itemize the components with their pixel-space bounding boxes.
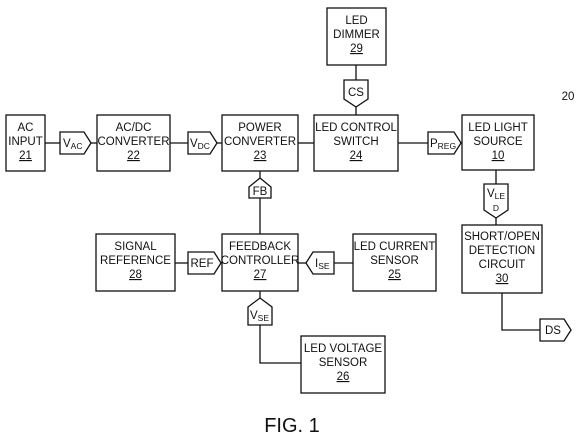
svg-text:LED VOLTAGE: LED VOLTAGE: [304, 343, 383, 355]
svg-text:27: 27: [254, 269, 267, 281]
block-led-control-switch: LED CONTROL SWITCH 24: [313, 114, 399, 172]
svg-text:29: 29: [350, 43, 363, 55]
svg-text:24: 24: [350, 150, 363, 162]
svg-text:26: 26: [337, 371, 350, 383]
signal-vac: VAC: [59, 131, 92, 155]
svg-text:LED CONTROL: LED CONTROL: [315, 122, 397, 134]
signal-vse: VSE: [247, 297, 273, 326]
svg-text:22: 22: [127, 150, 140, 162]
svg-text:SENSOR: SENSOR: [370, 255, 419, 267]
block-acdc-converter: AC/DC CONVERTER 22: [96, 114, 171, 172]
connection-wires: [45, 65, 540, 364]
svg-text:POWER: POWER: [238, 122, 281, 134]
svg-text:SOURCE: SOURCE: [473, 136, 523, 148]
svg-text:28: 28: [129, 269, 142, 281]
svg-text:CONTROLLER: CONTROLLER: [221, 255, 300, 267]
svg-text:30: 30: [496, 273, 509, 285]
svg-text:SIGNAL: SIGNAL: [114, 241, 157, 253]
svg-text:CS: CS: [348, 87, 364, 99]
block-signal-reference: SIGNAL REFERENCE 28: [95, 233, 176, 292]
signal-cs: CS: [343, 79, 369, 108]
svg-text:REFERENCE: REFERENCE: [100, 255, 171, 267]
svg-text:23: 23: [254, 150, 267, 162]
svg-text:DS: DS: [545, 325, 561, 337]
svg-text:LED LIGHT: LED LIGHT: [468, 122, 527, 134]
svg-text:VSE: VSE: [250, 310, 269, 323]
signal-ref: REF: [187, 251, 222, 275]
svg-text:VLE: VLE: [487, 188, 505, 201]
block-led-current-sensor: LED CURRENT SENSOR 25: [352, 233, 437, 292]
signal-fb: FB: [248, 177, 272, 199]
svg-text:21: 21: [19, 150, 32, 162]
svg-text:DIMMER: DIMMER: [333, 29, 380, 41]
svg-text:SENSOR: SENSOR: [319, 357, 368, 369]
svg-text:10: 10: [492, 150, 505, 162]
svg-text:SHORT/OPEN: SHORT/OPEN: [464, 231, 540, 243]
svg-text:DETECTION: DETECTION: [469, 245, 535, 257]
svg-text:LED CURRENT: LED CURRENT: [354, 241, 436, 253]
block-led-voltage-sensor: LED VOLTAGE SENSOR 26: [300, 335, 386, 394]
signal-preg: PREG: [427, 131, 462, 155]
signal-vled: VLE D: [483, 183, 509, 219]
block-ac-input: AC INPUT 21: [5, 114, 46, 172]
svg-text:CONVERTER: CONVERTER: [224, 136, 296, 148]
block-led-light-source: LED LIGHT SOURCE 10: [461, 114, 535, 171]
svg-text:LED: LED: [345, 15, 367, 27]
svg-text:FEEDBACK: FEEDBACK: [229, 241, 291, 253]
svg-text:PREG: PREG: [430, 138, 456, 151]
svg-text:INPUT: INPUT: [8, 136, 43, 148]
svg-text:ISE: ISE: [315, 258, 330, 271]
svg-text:VAC: VAC: [63, 138, 82, 151]
svg-text:FB: FB: [253, 186, 268, 198]
svg-text:SWITCH: SWITCH: [333, 136, 378, 148]
block-feedback-controller: FEEDBACK CONTROLLER 27: [221, 233, 300, 292]
svg-text:D: D: [493, 203, 499, 213]
signal-vdc: VDC: [187, 131, 218, 155]
diagram-reference-number: 20: [562, 91, 575, 103]
signal-ds: DS: [539, 318, 572, 342]
svg-text:VDC: VDC: [190, 138, 210, 151]
block-led-dimmer: LED DIMMER 29: [326, 7, 387, 66]
svg-text:AC/DC: AC/DC: [116, 122, 152, 134]
signal-ise: ISE: [305, 251, 335, 275]
svg-text:25: 25: [388, 269, 401, 281]
block-power-converter: POWER CONVERTER 23: [221, 114, 299, 172]
svg-text:REF: REF: [191, 258, 214, 270]
figure-caption: FIG. 1: [264, 415, 320, 437]
svg-text:AC: AC: [18, 122, 34, 134]
svg-text:CONVERTER: CONVERTER: [98, 136, 170, 148]
svg-text:CIRCUIT: CIRCUIT: [479, 259, 526, 271]
block-detection-circuit: SHORT/OPEN DETECTION CIRCUIT 30: [461, 224, 543, 294]
